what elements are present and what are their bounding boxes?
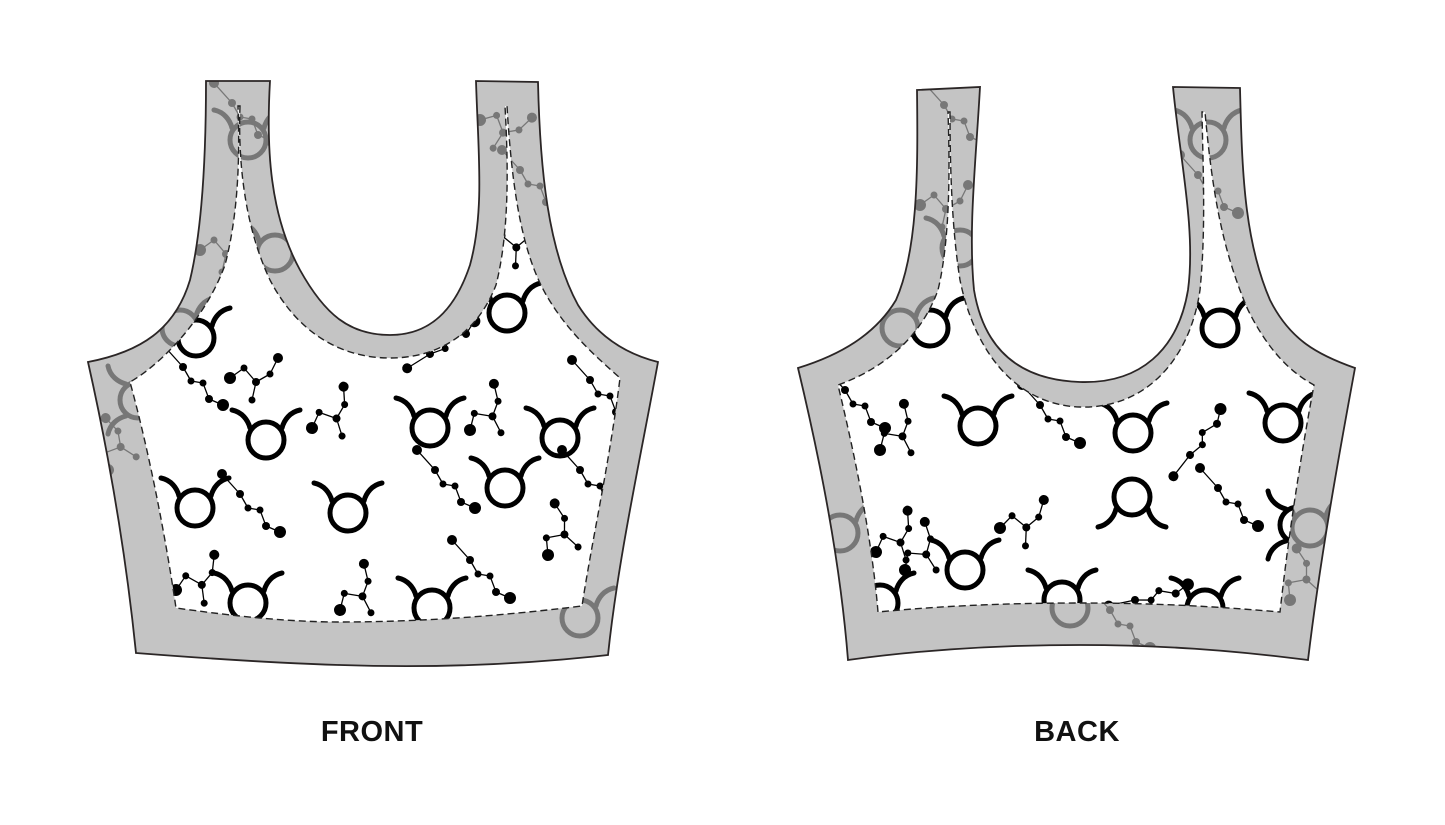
- front-label: FRONT: [320, 716, 424, 748]
- back-view: [797, 86, 1356, 661]
- back-label: BACK: [1034, 716, 1120, 748]
- front-view: [87, 80, 659, 668]
